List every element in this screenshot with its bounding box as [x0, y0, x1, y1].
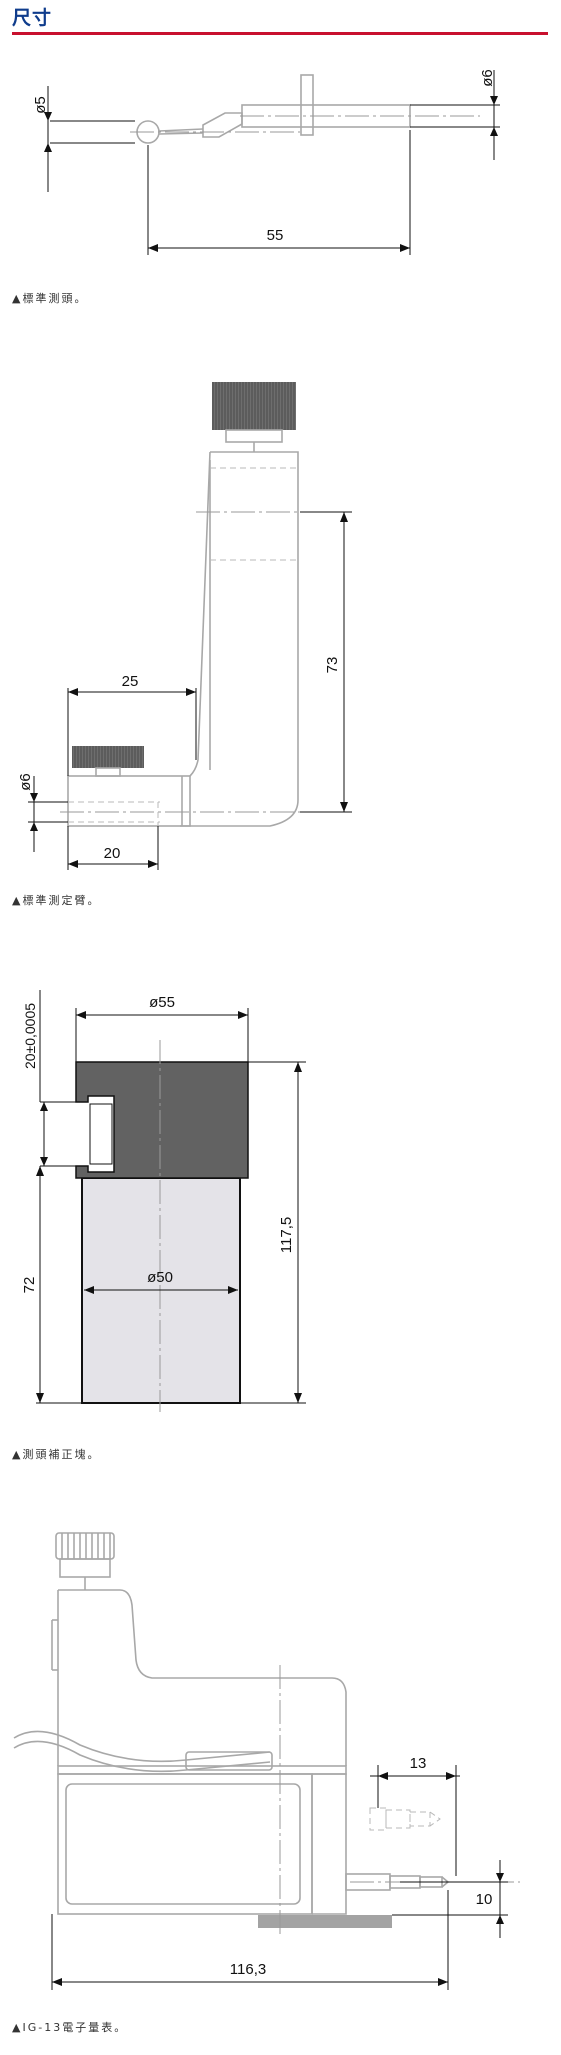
caption-standard-arm: ▲標準測定臂。 [12, 894, 101, 907]
total-width-label: 116,3 [230, 1961, 266, 1978]
slot-height-dimension: 20±0,0005 [22, 990, 88, 1167]
height-dimension: 73 [300, 511, 352, 813]
tip-length-dimension: 20 [67, 826, 159, 870]
ig13-gauge-drawing: 13 10 116,3 [13, 1532, 520, 1990]
standard-arm-drawing: 73 25 ø6 20 [17, 382, 352, 870]
tip-length-dimension: 13 [370, 1755, 460, 1876]
gauge-base-plate [258, 1915, 392, 1928]
arm-length-dimension: 25 [67, 673, 197, 776]
tip-length-label: 13 [410, 1755, 427, 1772]
tip-height-label: 10 [476, 1891, 493, 1908]
tip-diameter-label: ø6 [17, 773, 34, 791]
shaft-diameter-dimension: ø6 [410, 69, 500, 160]
tip-diameter-dimension: ø6 [17, 773, 68, 852]
tip-length-label: 20 [104, 845, 121, 862]
slot-height-label: 20±0,0005 [22, 1003, 38, 1069]
section-header: 尺寸 [12, 0, 548, 36]
standard-probe-drawing: ø5 ø6 55 [32, 69, 500, 255]
height-label: 73 [324, 657, 341, 674]
caption-ig13-gauge: ▲IG-13電子量表。 [12, 2021, 128, 2034]
page-title: 尺寸 [12, 7, 53, 29]
tip-clamp-icon [72, 746, 144, 777]
block-body [75, 1061, 249, 1404]
body-diameter-dimension: ø50 [84, 1269, 238, 1294]
ball-diameter-dimension: ø5 [32, 86, 135, 192]
caption-calibration-block: ▲測頭補正塊。 [12, 1448, 101, 1461]
title-underline [12, 32, 548, 35]
calibration-block-drawing: ø55 20±0,0005 72 117,5 ø50 [21, 990, 306, 1412]
length-dimension: 55 [147, 130, 411, 255]
total-height-dimension: 117,5 [240, 1061, 306, 1404]
caption-standard-probe: ▲標準測頭。 [12, 292, 88, 305]
body-height-dimension: 72 [21, 1166, 82, 1404]
gauge-tip-retracted-ghost [369, 1807, 441, 1831]
arm-length-label: 25 [122, 673, 139, 690]
gauge-body-outline [51, 1589, 347, 1915]
total-width-dimension: 116,3 [51, 1890, 449, 1990]
arm-knob-icon [212, 382, 296, 452]
shaft-diameter-label: ø6 [479, 69, 496, 87]
body-height-label: 72 [21, 1277, 38, 1294]
total-height-label: 117,5 [278, 1217, 295, 1253]
gauge-cable [13, 1730, 273, 1773]
top-diameter-dimension: ø55 [75, 994, 249, 1062]
tip-height-dimension: 10 [392, 1860, 508, 1938]
gauge-knob-icon [55, 1532, 115, 1590]
arm-body-outline [67, 451, 299, 827]
body-diameter-label: ø50 [147, 1269, 173, 1286]
ball-diameter-label: ø5 [32, 96, 49, 114]
top-diameter-label: ø55 [149, 994, 175, 1011]
length-label: 55 [267, 227, 284, 244]
probe-outline [136, 74, 411, 144]
